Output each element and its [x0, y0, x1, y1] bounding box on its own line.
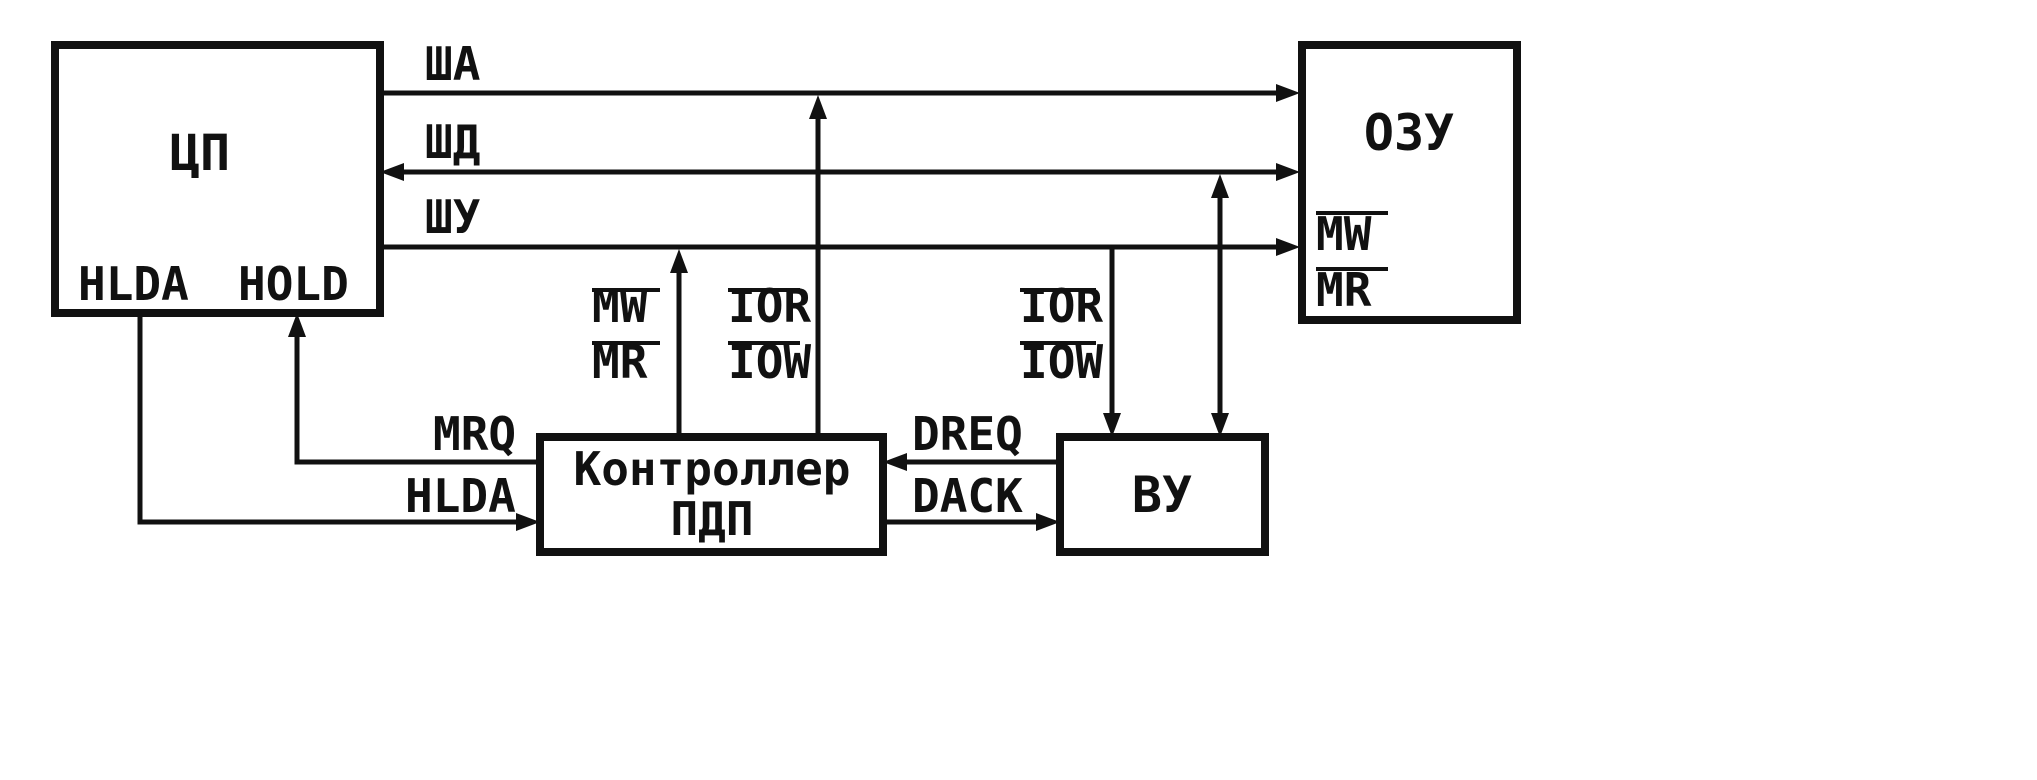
device-iow-signal: IOW [1020, 335, 1103, 389]
ram-block: ОЗУ MW MR [1298, 41, 1521, 324]
mrq-hold-link: MRQ [288, 313, 540, 465]
data-bus-arrowhead-right [1276, 163, 1300, 181]
control-bus-arrowhead [1276, 238, 1300, 256]
ram-mw-pin: MW [1316, 207, 1372, 261]
address-bus-label: ША [425, 37, 480, 91]
data-bus: ШД [380, 115, 1300, 181]
device-data-link [1211, 174, 1229, 437]
address-bus: ША [380, 37, 1300, 102]
control-bus-label: ШУ [425, 190, 481, 244]
dreq-link: DREQ [883, 407, 1060, 471]
dreq-signal: DREQ [912, 407, 1023, 461]
io-device-block: ВУ [1056, 433, 1269, 556]
dack-link: DACK [883, 469, 1060, 531]
data-bus-arrowhead-left [380, 163, 404, 181]
cpu-hlda-pin: HLDA [78, 257, 189, 311]
ram-title: ОЗУ [1364, 104, 1454, 162]
device-ior-signal: IOR [1020, 279, 1103, 333]
address-bus-arrowhead [1276, 84, 1300, 102]
data-bus-label: ШД [425, 115, 480, 169]
cpu-title: ЦП [170, 124, 230, 182]
cpu-hold-pin: HOLD [238, 257, 349, 311]
cpu-block: ЦП HLDA HOLD [51, 41, 384, 317]
dma-memory-control-link: MW MR [592, 249, 688, 437]
control-bus: ШУ [380, 190, 1300, 256]
device-io-control-link: IOR IOW [1020, 247, 1121, 437]
mrq-signal: MRQ [433, 407, 516, 461]
dma-ior-signal: IOR [728, 279, 811, 333]
dma-iow-signal: IOW [728, 335, 811, 389]
ram-mr-pin: MR [1316, 263, 1372, 317]
hlda-signal: HLDA [405, 469, 516, 523]
device-title: ВУ [1132, 466, 1192, 524]
dma-mr-signal: MR [592, 335, 648, 389]
dack-signal: DACK [912, 469, 1023, 523]
dma-address-link: IOR IOW [728, 95, 827, 437]
dma-title-line2: ПДП [670, 492, 753, 546]
dma-title-line1: Контроллер [574, 442, 851, 496]
dma-mw-signal: MW [592, 279, 648, 333]
dma-controller-block: Контроллер ПДП [536, 433, 887, 556]
hlda-link: HLDA [137, 313, 540, 531]
